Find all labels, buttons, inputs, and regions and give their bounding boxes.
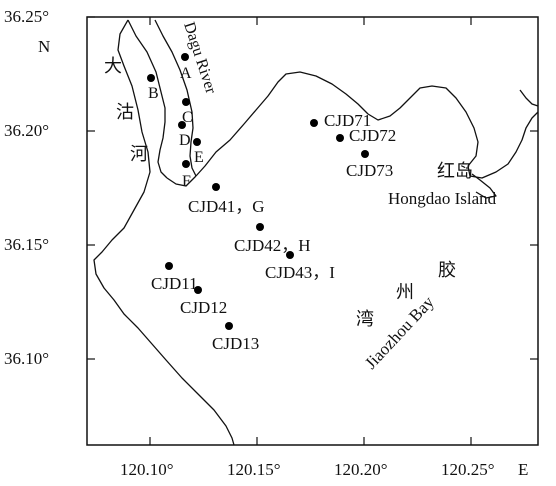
coastline <box>93 19 539 446</box>
bay-name-cn-3: 湾 <box>356 309 374 330</box>
lon-tick-120-25: 120.25° <box>441 460 495 479</box>
lon-tick-120-20: 120.20° <box>334 460 388 479</box>
station-points <box>147 53 369 330</box>
lat-tick-36-10: 36.10° <box>4 349 49 368</box>
lat-tick-36-25: 36.25° <box>4 7 49 26</box>
map-frame <box>86 16 539 446</box>
river-bank-left <box>127 19 168 179</box>
river-name-cn-1: 大 <box>104 56 122 77</box>
station-dot-f <box>182 160 190 168</box>
station-dot-cjd73 <box>361 150 369 158</box>
station-dot-d <box>178 121 186 129</box>
bay-name-cn-1: 胶 <box>438 260 456 281</box>
station-dot-cjd71 <box>310 119 318 127</box>
station-label-cjd12: CJD12 <box>180 298 227 317</box>
station-label-cjd71: CJD71 <box>324 111 371 130</box>
station-dot-a <box>181 53 189 61</box>
station-dot-e <box>193 138 201 146</box>
lon-suffix: E <box>518 460 528 479</box>
lon-tick-120-10: 120.10° <box>120 460 174 479</box>
station-label-a: A <box>180 65 192 82</box>
station-label-f: F <box>182 173 191 190</box>
bay-coast-main <box>93 19 235 446</box>
river-mouth-lower <box>166 175 197 187</box>
north-label: N <box>38 37 50 56</box>
station-label-cjd73: CJD73 <box>346 161 393 180</box>
station-label-cjd72: CJD72 <box>349 126 396 145</box>
bay-name-en: Jiaozhou Bay <box>361 292 438 373</box>
station-label-cjd11: CJD11 <box>151 274 198 293</box>
bay-name-cn-2: 州 <box>396 282 414 303</box>
station-dot-cjd11 <box>165 262 173 270</box>
station-label-d: D <box>179 132 191 149</box>
station-label-e: E <box>194 149 204 166</box>
ne-coast <box>519 89 539 107</box>
river-name-cn-2: 沽 <box>116 102 134 123</box>
station-dot-cjd72 <box>336 134 344 142</box>
station-label-b: B <box>148 85 159 102</box>
bay-coast-north <box>195 71 539 179</box>
station-dot-cjd13 <box>225 322 233 330</box>
station-dot-cjd42 <box>256 223 264 231</box>
station-label-cjd42-h: CJD42，H <box>234 236 311 255</box>
island-name-en: Hongdao Island <box>388 189 497 208</box>
lat-tick-36-15: 36.15° <box>4 235 49 254</box>
lat-tick-36-20: 36.20° <box>4 121 49 140</box>
station-dot-cjd41 <box>212 183 220 191</box>
station-label-c: C <box>182 109 193 126</box>
river-name-cn-3: 河 <box>130 144 148 165</box>
river-bank-right <box>154 19 197 177</box>
axis-ticks <box>87 16 538 445</box>
station-dot-cjd12 <box>194 286 202 294</box>
station-dot-c <box>182 98 190 106</box>
station-label-cjd41-g: CJD41，G <box>188 197 265 216</box>
station-dot-b <box>147 74 155 82</box>
lon-tick-120-15: 120.15° <box>227 460 281 479</box>
station-label-cjd13: CJD13 <box>212 334 259 353</box>
station-dot-cjd43 <box>286 251 294 259</box>
hongdao-island-coast <box>471 173 497 199</box>
island-name-cn: 红岛 <box>437 161 473 182</box>
station-label-cjd43-i: CJD43，I <box>265 263 335 282</box>
